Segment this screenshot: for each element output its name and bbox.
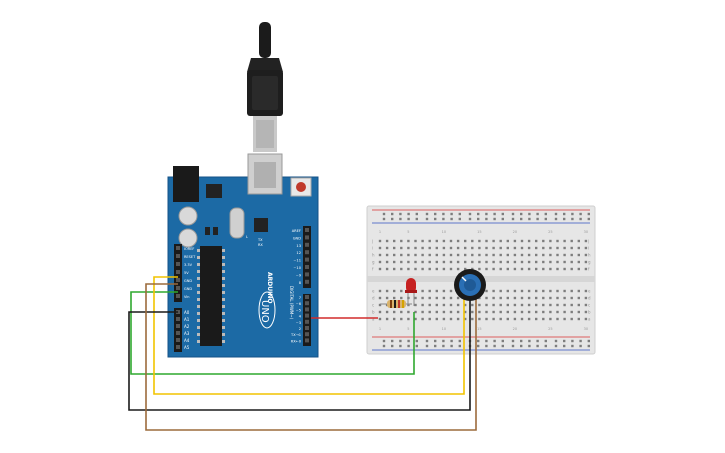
- rx-label: RX: [258, 243, 263, 247]
- potentiometer-icon[interactable]: [454, 269, 486, 301]
- digital-pin-label: ~11: [293, 259, 301, 263]
- capacitor: [178, 228, 198, 248]
- column-number: 25: [548, 327, 552, 331]
- resistor-icon[interactable]: [380, 300, 412, 308]
- row-letter: b: [588, 310, 591, 315]
- analog-pin-label: A0: [184, 310, 190, 315]
- row-letter: h: [372, 253, 375, 258]
- usb-cable-icon: [247, 22, 283, 152]
- digital-pin-label: 7: [299, 296, 301, 300]
- digital-pin-label: GND: [293, 236, 301, 240]
- row-letter: c: [372, 303, 374, 308]
- row-letter: j: [371, 239, 373, 244]
- row-letter: i: [588, 246, 589, 251]
- power-pin-label: RESET: [184, 255, 196, 259]
- wire-yellow[interactable]: [153, 276, 465, 395]
- power-pin-label: GND: [184, 279, 192, 283]
- column-number: 10: [442, 327, 446, 331]
- wires: [128, 276, 477, 431]
- row-letter: f: [588, 267, 590, 272]
- power-pin-label: GND: [184, 287, 192, 291]
- digital-pin-label: 13: [296, 244, 301, 248]
- l-label: L: [246, 235, 248, 239]
- row-letter: e: [588, 289, 591, 294]
- column-number: 15: [477, 327, 481, 331]
- board-logo: ARDUINO: [266, 272, 273, 303]
- digital-pin-label: RX←0: [291, 339, 302, 343]
- power-pin-label: Vin: [184, 295, 190, 299]
- analog-pin-label: A5: [184, 345, 190, 350]
- row-letter: a: [588, 317, 591, 322]
- column-number: 20: [513, 230, 517, 234]
- digital-pin-label: 2: [299, 327, 301, 331]
- microcontroller-chip: [200, 246, 222, 346]
- power-pin-label: 5V: [184, 271, 189, 275]
- analog-pin-label: A1: [184, 317, 190, 322]
- digital-title: DIGITAL (PWM~): [289, 286, 294, 320]
- column-number: 30: [584, 327, 588, 331]
- power-jack: [173, 166, 199, 202]
- column-number: 5: [407, 327, 409, 331]
- digital-pin-label: ~10: [293, 266, 301, 270]
- capacitor: [178, 206, 198, 226]
- analog-pin-label: A2: [184, 324, 190, 329]
- row-letter: g: [372, 260, 375, 265]
- column-number: 20: [513, 327, 517, 331]
- column-number: 1: [379, 327, 381, 331]
- row-letter: d: [372, 296, 375, 301]
- analog-pin-label: A4: [184, 338, 190, 343]
- row-letter: j: [587, 239, 589, 244]
- digital-pin-label: TX→1: [290, 333, 301, 337]
- digital-pin-label: 4: [299, 315, 302, 319]
- digital-pin-label: ~6: [296, 302, 302, 306]
- row-letter: d: [588, 296, 591, 301]
- wire-brown[interactable]: [145, 283, 477, 431]
- column-number: 1: [379, 230, 381, 234]
- digital-pin-label: ~5: [296, 308, 301, 312]
- row-letter: a: [372, 317, 375, 322]
- tx-label: TX: [257, 238, 263, 242]
- board-model: UNO: [259, 300, 270, 323]
- digital-pin-label: AREF: [292, 229, 301, 233]
- column-number: 10: [442, 230, 446, 234]
- power-pin-label: IOREF: [184, 247, 194, 251]
- digital-pin-label: ~3: [296, 321, 301, 325]
- column-number: 25: [548, 230, 552, 234]
- row-letter: c: [588, 303, 590, 308]
- row-letter: g: [588, 260, 591, 265]
- power-pin-label: 3.3V: [184, 263, 193, 267]
- digital-pin-label: 12: [296, 251, 301, 255]
- row-letter: i: [372, 246, 373, 251]
- analog-pin-label: A3: [184, 331, 190, 336]
- digital-pin-label: ~9: [296, 273, 302, 277]
- digital-pin-label: 8: [299, 281, 302, 285]
- row-letter: f: [372, 267, 374, 272]
- row-letter: h: [588, 253, 591, 258]
- column-number: 5: [407, 230, 409, 234]
- column-number: 15: [477, 230, 481, 234]
- row-letter: b: [372, 310, 375, 315]
- column-number: 30: [584, 230, 588, 234]
- row-letter: e: [372, 289, 375, 294]
